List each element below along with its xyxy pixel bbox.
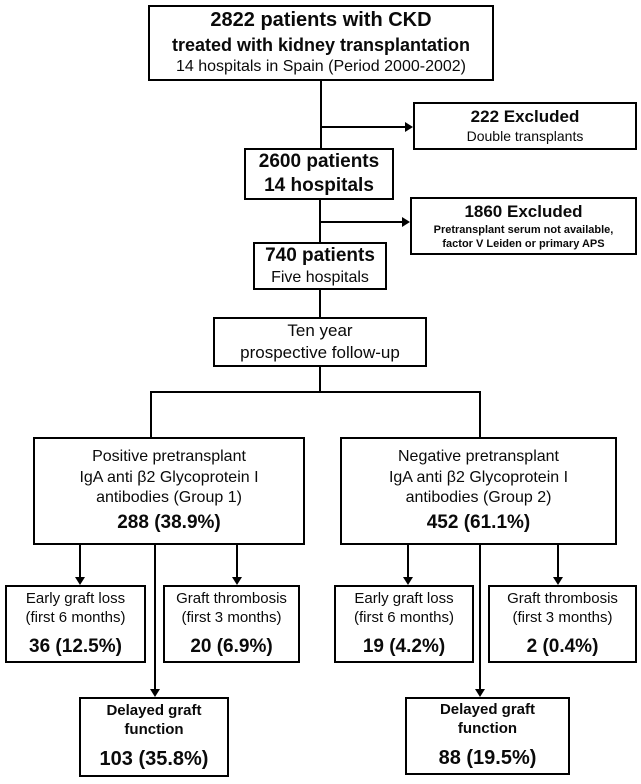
connector-branch-1860 bbox=[320, 221, 402, 223]
g1-gt-line1: Graft thrombosis bbox=[176, 590, 287, 608]
g1-gt-count: 20 (6.9%) bbox=[190, 635, 273, 657]
excluded-1860-reason1: Pretransplant serum not available, bbox=[433, 223, 614, 236]
g1-dgf-line2: function bbox=[124, 721, 184, 739]
connector-group2-to-thrombosis bbox=[557, 545, 559, 578]
patients-2600-line2: 14 hospitals bbox=[264, 175, 374, 196]
g1-egl-line1: Early graft loss bbox=[25, 590, 126, 608]
connector-group1-to-delayed bbox=[154, 545, 156, 690]
g1-dgf-line1: Delayed graft bbox=[106, 702, 202, 720]
box-group2-graft-thrombosis: Graft thrombosis (first 3 months) 2 (0.4… bbox=[488, 585, 637, 663]
follow-up-line2: prospective follow-up bbox=[240, 343, 400, 362]
box-excluded-222: 222 Excluded Double transplants bbox=[413, 102, 637, 150]
connector-group2-to-delayed bbox=[479, 545, 481, 690]
box-excluded-1860: 1860 Excluded Pretransplant serum not av… bbox=[410, 197, 637, 255]
g1-egl-line2: (first 6 months) bbox=[25, 609, 126, 627]
g2-dgf-line1: Delayed graft bbox=[439, 701, 536, 719]
cohort-2822-line1: 2822 patients with CKD bbox=[210, 9, 432, 32]
arrowhead-group1-thrombosis-icon bbox=[232, 577, 242, 585]
group1-line3: antibodies (Group 1) bbox=[96, 489, 242, 507]
g2-dgf-count: 88 (19.5%) bbox=[438, 747, 537, 770]
connector-740-to-followup bbox=[319, 290, 321, 317]
group1-line2: IgA anti β2 Glycoprotein I bbox=[79, 468, 259, 486]
connector-followup-to-split bbox=[319, 367, 321, 393]
g1-dgf-count: 103 (35.8%) bbox=[99, 748, 209, 771]
arrowhead-group1-early-loss-icon bbox=[75, 577, 85, 585]
box-follow-up: Ten year prospective follow-up bbox=[213, 317, 427, 367]
patients-740-line2: Five hospitals bbox=[271, 268, 369, 286]
cohort-2822-line3: 14 hospitals in Spain (Period 2000-2002) bbox=[176, 58, 466, 76]
group2-line3: antibodies (Group 2) bbox=[405, 489, 552, 507]
excluded-222-count: 222 Excluded bbox=[470, 107, 580, 127]
group2-line2: IgA anti β2 Glycoprotein I bbox=[388, 468, 569, 486]
g2-egl-line1: Early graft loss bbox=[354, 590, 454, 608]
excluded-1860-reason2: factor V Leiden or primary APS bbox=[442, 237, 605, 250]
group1-line1: Positive pretransplant bbox=[92, 448, 246, 466]
arrowhead-group2-early-loss-icon bbox=[403, 577, 413, 585]
g2-dgf-line2: function bbox=[457, 720, 518, 738]
connector-top-to-2600 bbox=[320, 81, 322, 148]
patients-740-line1: 740 patients bbox=[265, 244, 375, 266]
excluded-1860-count: 1860 Excluded bbox=[464, 201, 583, 221]
arrowhead-group2-delayed-icon bbox=[475, 689, 485, 697]
g2-egl-count: 19 (4.2%) bbox=[362, 635, 446, 657]
box-group1: Positive pretransplant IgA anti β2 Glyco… bbox=[33, 437, 305, 545]
group1-count: 288 (38.9%) bbox=[117, 511, 221, 533]
arrowhead-group2-thrombosis-icon bbox=[553, 577, 563, 585]
box-group1-early-graft-loss: Early graft loss (first 6 months) 36 (12… bbox=[5, 585, 146, 663]
connector-branch-222 bbox=[321, 126, 405, 128]
box-group1-delayed-graft-function: Delayed graft function 103 (35.8%) bbox=[79, 697, 229, 777]
connector-group1-to-early-loss bbox=[79, 545, 81, 578]
connector-split-to-group2 bbox=[479, 391, 481, 437]
connector-group1-to-thrombosis bbox=[236, 545, 238, 578]
box-patients-2600: 2600 patients 14 hospitals bbox=[244, 148, 394, 200]
excluded-222-reason: Double transplants bbox=[466, 127, 584, 144]
g2-gt-line2: (first 3 months) bbox=[512, 609, 613, 627]
arrowhead-222-icon bbox=[405, 122, 413, 132]
box-patients-740: 740 patients Five hospitals bbox=[253, 242, 387, 290]
box-group2-delayed-graft-function: Delayed graft function 88 (19.5%) bbox=[405, 697, 570, 775]
box-group1-graft-thrombosis: Graft thrombosis (first 3 months) 20 (6.… bbox=[163, 585, 300, 663]
box-cohort-2822: 2822 patients with CKD treated with kidn… bbox=[148, 5, 494, 81]
group2-count: 452 (61.1%) bbox=[426, 511, 531, 533]
connector-split-horizontal bbox=[150, 391, 481, 393]
g1-egl-count: 36 (12.5%) bbox=[29, 635, 122, 657]
group2-line1: Negative pretransplant bbox=[398, 448, 559, 466]
box-group2: Negative pretransplant IgA anti β2 Glyco… bbox=[340, 437, 617, 545]
arrowhead-1860-icon bbox=[402, 217, 410, 227]
g2-egl-line2: (first 6 months) bbox=[353, 609, 455, 627]
connector-group2-to-early-loss bbox=[407, 545, 409, 578]
g2-gt-line1: Graft thrombosis bbox=[507, 590, 618, 608]
arrowhead-group1-delayed-icon bbox=[150, 689, 160, 697]
cohort-2822-line2: treated with kidney transplantation bbox=[171, 35, 471, 56]
patients-2600-line1: 2600 patients bbox=[258, 150, 380, 172]
box-group2-early-graft-loss: Early graft loss (first 6 months) 19 (4.… bbox=[334, 585, 474, 663]
g2-gt-count: 2 (0.4%) bbox=[526, 635, 599, 657]
g1-gt-line2: (first 3 months) bbox=[181, 609, 282, 627]
connector-split-to-group1 bbox=[150, 391, 152, 437]
follow-up-line1: Ten year bbox=[287, 321, 353, 341]
